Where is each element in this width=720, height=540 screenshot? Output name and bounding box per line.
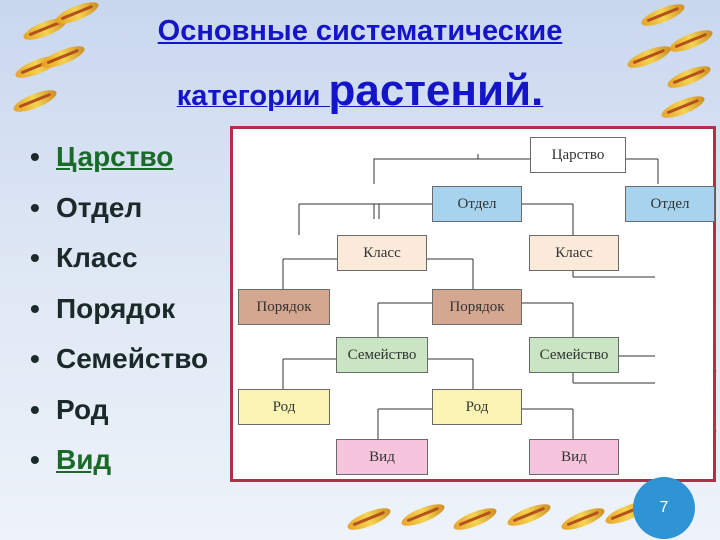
wheat-ear-icon: [11, 85, 59, 117]
node-family-1: Семейство: [336, 337, 428, 373]
page-number-badge: 7: [633, 477, 695, 539]
wheat-ear-icon: [345, 503, 393, 535]
bullet-label: Царство: [56, 141, 174, 172]
bullet-dot: •: [30, 343, 40, 374]
title-line-2: категории растений.: [60, 54, 660, 138]
title-line-2-small: категории: [176, 80, 329, 112]
slide-title: Основные систематические категории расте…: [60, 8, 660, 138]
taxonomy-bullet-list: • Царство • Отдел • Класс • Порядок • Семейст…: [30, 132, 208, 486]
bullet-label: Отдел: [56, 191, 143, 223]
node-division-1: Отдел: [432, 186, 522, 222]
node-class-1: Класс: [337, 235, 427, 271]
bullet-label: Семейство: [56, 343, 209, 374]
bullet-item: • Порядок: [30, 284, 208, 335]
bullet-item: • Род: [30, 385, 208, 436]
node-species-1: Вид: [336, 439, 428, 475]
wheat-ear-icon: [451, 503, 499, 535]
bullet-item[interactable]: • Царство: [30, 132, 208, 183]
bullet-label: Род: [56, 393, 109, 425]
bullet-item: • Семейство: [30, 334, 208, 385]
node-order-1: Порядок: [238, 289, 330, 325]
wheat-ear-icon: [665, 61, 713, 93]
node-family-2: Семейство: [529, 337, 619, 373]
node-species-2: Вид: [529, 439, 619, 475]
taxonomy-diagram: Царство Отдел Отдел Класс Класс Порядок …: [230, 126, 716, 482]
bullet-dot: •: [30, 242, 40, 273]
bullet-dot: •: [30, 444, 40, 475]
node-genus-2: Род: [432, 389, 522, 425]
node-division-2: Отдел: [625, 186, 715, 222]
wheat-ear-icon: [399, 499, 447, 531]
bullet-dot: •: [30, 393, 40, 425]
bullet-item[interactable]: • Вид: [30, 435, 208, 486]
node-kingdom: Царство: [530, 137, 626, 173]
bullet-dot: •: [30, 141, 40, 172]
node-genus-1: Род: [238, 389, 330, 425]
bullet-dot: •: [30, 292, 40, 324]
wheat-ear-icon: [667, 25, 715, 57]
bullet-label: Вид: [56, 444, 112, 475]
node-order-2: Порядок: [432, 289, 522, 325]
wheat-ear-icon: [505, 499, 553, 531]
bullet-label: Порядок: [56, 292, 176, 324]
bullet-item: • Отдел: [30, 183, 208, 234]
node-class-2: Класс: [529, 235, 619, 271]
title-line-1: Основные систематические: [157, 15, 563, 47]
wheat-ear-icon: [659, 91, 707, 123]
wheat-ear-icon: [559, 503, 607, 535]
bullet-item: • Класс: [30, 233, 208, 284]
connector-line: [373, 154, 479, 184]
title-line-2-big: растений.: [328, 66, 544, 115]
bullet-label: Класс: [56, 242, 138, 273]
bullet-dot: •: [30, 191, 40, 223]
